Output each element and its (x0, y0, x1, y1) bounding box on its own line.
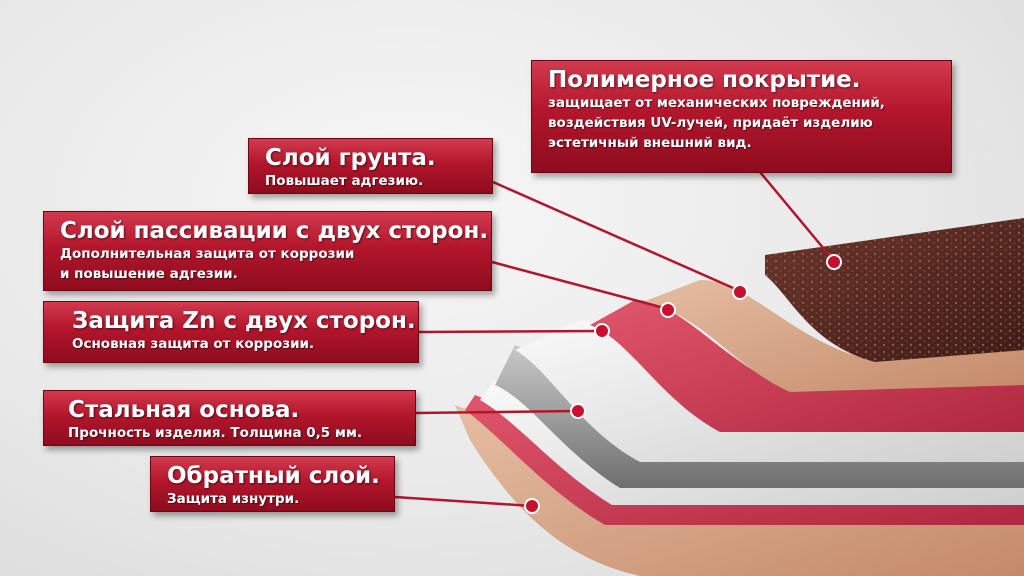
label-title: Обратный слой. (167, 463, 380, 489)
label-title: Защита Zn с двух сторон. (72, 308, 416, 334)
marker-dot-icon (660, 302, 676, 318)
leader-steel (415, 409, 579, 415)
marker-dot-icon (826, 254, 842, 270)
label-polymer-coating: Полимерное покрытие. защищает от механич… (531, 60, 952, 173)
label-primer-layer: Слой грунта. Повышает адгезию. (248, 138, 493, 194)
label-zinc-protection: Защита Zn с двух сторон. Основная защита… (43, 301, 419, 363)
label-title: Слой грунта. (265, 145, 436, 171)
label-title: Слой пассивации с двух сторон. (60, 218, 489, 244)
back-passivation-layer (465, 395, 1024, 525)
leader-polymer (759, 171, 835, 262)
leader-primer (492, 180, 741, 293)
label-description: Повышает адгезию. (265, 173, 424, 189)
back-zinc-layer (480, 380, 1024, 505)
label-back-layer: Обратный слой. Защита изнутри. (150, 456, 395, 512)
label-description: защищает от механических повреждений, во… (548, 95, 885, 151)
back-layer (455, 405, 1024, 576)
label-steel-base: Стальная основа. Прочность изделия. Толщ… (43, 390, 416, 446)
label-title: Полимерное покрытие. (548, 67, 861, 93)
label-passivation-layer: Слой пассивации с двух сторон. Дополните… (43, 211, 492, 291)
marker-dot-icon (524, 498, 540, 514)
leader-back (394, 495, 533, 508)
label-description: Дополнительная защита от коррозии и повы… (60, 246, 355, 282)
marker-dot-icon (570, 403, 586, 419)
marker-dot-icon (732, 284, 748, 300)
label-title: Стальная основа. (68, 397, 300, 423)
leader-passivation (491, 260, 669, 311)
marker-dot-icon (594, 323, 610, 339)
primer-layer (640, 280, 1024, 392)
label-description: Прочность изделия. Толщина 0,5 мм. (68, 425, 363, 441)
passivation-layer (590, 300, 1024, 432)
leader-zinc (418, 329, 603, 334)
label-description: Основная защита от коррозии. (72, 336, 315, 352)
label-description: Защита изнутри. (167, 491, 300, 507)
zinc-layer (515, 320, 1024, 462)
